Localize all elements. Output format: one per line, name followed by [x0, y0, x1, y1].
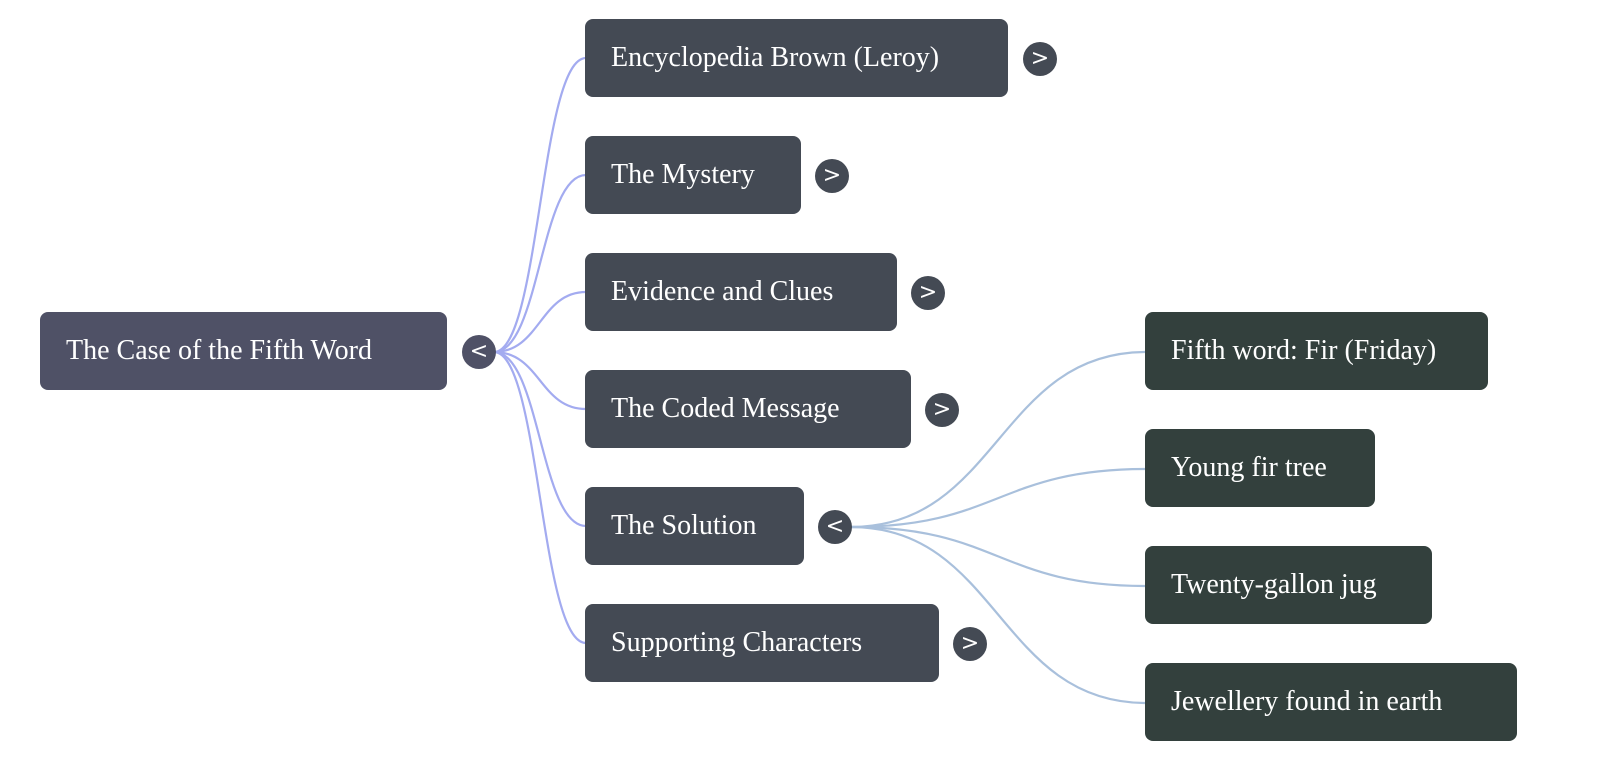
leaf-label: Young fir tree	[1171, 452, 1327, 483]
chevron-right-icon: >	[1030, 46, 1050, 71]
root-link-2	[493, 290, 587, 354]
root-node[interactable]: The Case of the Fifth Word	[40, 312, 447, 390]
branch-label: The Coded Message	[611, 393, 840, 424]
branch-label: Supporting Characters	[611, 627, 863, 658]
branch-label: Evidence and Clues	[611, 276, 834, 307]
leaf-jewellery-found[interactable]: Jewellery found in earth	[1145, 663, 1517, 741]
collapse-toggle-the-solution[interactable]: <	[818, 510, 852, 544]
leaf-label: Fifth word: Fir (Friday)	[1171, 335, 1437, 366]
root-collapse-toggle[interactable]: <	[462, 335, 496, 369]
solution-link-1	[850, 467, 1147, 529]
chevron-right-icon: >	[960, 631, 980, 656]
root-link-4	[493, 350, 587, 528]
leaf-fifth-word[interactable]: Fifth word: Fir (Friday)	[1145, 312, 1488, 390]
solution-link-2	[850, 525, 1147, 588]
leaf-twenty-gallon-jug[interactable]: Twenty-gallon jug	[1145, 546, 1432, 624]
root-link-0	[493, 56, 587, 354]
branch-supporting-characters[interactable]: Supporting Characters	[585, 604, 939, 682]
chevron-right-icon: >	[918, 280, 938, 305]
leaf-label: Jewellery found in earth	[1171, 686, 1443, 717]
expand-toggle-encyclopedia-brown[interactable]: >	[1023, 42, 1057, 76]
branch-label: Encyclopedia Brown (Leroy)	[611, 42, 940, 73]
leaf-label: Twenty-gallon jug	[1171, 569, 1377, 600]
root-node-label: The Case of the Fifth Word	[66, 335, 372, 366]
chevron-right-icon: >	[822, 163, 842, 188]
expand-toggle-the-mystery[interactable]: >	[815, 159, 849, 193]
chevron-right-icon: >	[932, 397, 952, 422]
expand-toggle-supporting-characters[interactable]: >	[953, 627, 987, 661]
branch-evidence-and-clues[interactable]: Evidence and Clues	[585, 253, 897, 331]
branch-encyclopedia-brown[interactable]: Encyclopedia Brown (Leroy)	[585, 19, 1008, 97]
branch-label: The Mystery	[611, 159, 755, 190]
branch-the-solution[interactable]: The Solution	[585, 487, 804, 565]
branch-the-mystery[interactable]: The Mystery	[585, 136, 801, 214]
chevron-left-icon: <	[469, 339, 489, 364]
root-link-5	[493, 350, 587, 645]
expand-toggle-evidence-and-clues[interactable]: >	[911, 276, 945, 310]
chevron-left-icon: <	[825, 514, 845, 539]
expand-toggle-the-coded-message[interactable]: >	[925, 393, 959, 427]
leaf-young-fir-tree[interactable]: Young fir tree	[1145, 429, 1375, 507]
root-link-1	[493, 173, 587, 354]
branch-the-coded-message[interactable]: The Coded Message	[585, 370, 911, 448]
root-link-3	[493, 350, 587, 411]
branch-label: The Solution	[611, 510, 757, 541]
